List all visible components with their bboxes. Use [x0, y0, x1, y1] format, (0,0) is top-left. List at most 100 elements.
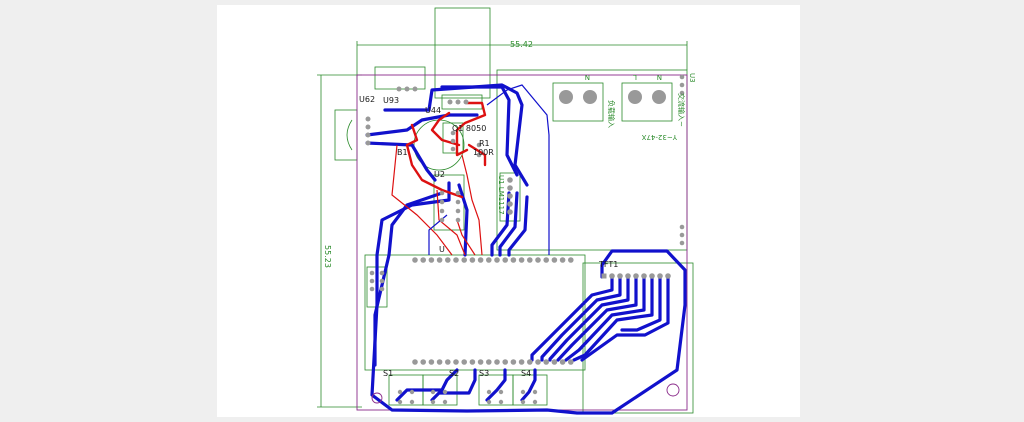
- pad: [543, 359, 549, 365]
- pad: [498, 399, 504, 405]
- pad: [436, 359, 443, 365]
- pad: [507, 185, 513, 191]
- pad-square: [601, 273, 607, 279]
- pad: [412, 359, 418, 365]
- q1-outline: [442, 122, 464, 154]
- terminal-block-load: [552, 82, 604, 122]
- pad: [442, 389, 448, 395]
- pad: [507, 201, 513, 207]
- pad: [455, 199, 461, 205]
- pad: [442, 399, 448, 405]
- pad: [665, 273, 671, 279]
- pad: [617, 273, 623, 279]
- pad: [430, 399, 436, 405]
- s3-label: S3: [479, 369, 489, 378]
- pad: [365, 132, 371, 138]
- pad: [447, 99, 453, 105]
- top-copper-thin: [391, 144, 483, 256]
- pad: [551, 359, 558, 365]
- pad: [365, 124, 371, 130]
- pad: [453, 257, 459, 263]
- u62-outline: [334, 109, 358, 161]
- u-label: U: [439, 245, 445, 254]
- dimension-width-label: 55.42: [510, 40, 533, 49]
- pad: [679, 82, 685, 88]
- terminal-pin-l: L: [633, 73, 637, 81]
- pad: [365, 140, 371, 146]
- pad: [428, 257, 435, 263]
- usb-connector-outline: [434, 7, 491, 99]
- power-input-label: 交流输入~: [677, 93, 686, 127]
- pad: [559, 359, 566, 365]
- pad: [532, 399, 538, 405]
- u1-label: U1 LM1117: [497, 175, 505, 215]
- pad: [633, 273, 639, 279]
- pads-layer: [365, 74, 685, 405]
- voltage-range-label: Y~32-47X: [642, 133, 678, 141]
- s2-label: S2: [449, 369, 459, 378]
- pad: [625, 273, 631, 279]
- r1-label: R1: [479, 139, 490, 148]
- pad: [450, 138, 456, 144]
- pad: [439, 190, 445, 196]
- pad: [450, 130, 456, 136]
- pad: [477, 257, 484, 263]
- pad: [649, 273, 655, 279]
- dimension-height-label: 55.23: [323, 245, 332, 268]
- pad: [461, 359, 467, 365]
- pad: [439, 199, 445, 205]
- r1-value-label: 100R: [473, 148, 494, 157]
- pad: [535, 257, 541, 263]
- pad: [510, 359, 517, 365]
- pad: [494, 257, 500, 263]
- pad: [404, 86, 410, 92]
- u1-outline: [499, 172, 521, 222]
- pad: [502, 257, 509, 263]
- pad: [520, 389, 526, 395]
- pad: [510, 257, 517, 263]
- pcb-canvas: 55.42 55.23 U62 U93 U44 Q1 8050 R1 100R …: [217, 5, 800, 417]
- pad: [430, 389, 436, 395]
- terminal-pin-n1: N: [585, 73, 590, 81]
- bottom-copper-layer: [365, 83, 687, 415]
- pad: [409, 389, 415, 395]
- pad: [535, 359, 541, 365]
- q1-label: Q1 8050: [452, 124, 486, 133]
- terminal-screw: [628, 90, 642, 104]
- pad: [396, 86, 402, 92]
- pad: [469, 257, 476, 263]
- pad: [469, 359, 476, 365]
- pad: [486, 399, 492, 405]
- pad: [369, 270, 375, 276]
- pad: [445, 359, 451, 365]
- pad: [498, 389, 504, 395]
- pad: [679, 90, 685, 96]
- pad: [507, 177, 513, 183]
- pad: [436, 257, 443, 263]
- tft-outline: [582, 262, 694, 414]
- s1-label: S1: [383, 369, 393, 378]
- pad: [455, 99, 461, 105]
- u93-label: U93: [383, 96, 399, 105]
- pad: [502, 359, 509, 365]
- terminal-screw: [583, 90, 597, 104]
- pad: [532, 389, 538, 395]
- pad: [365, 116, 371, 122]
- pad: [641, 273, 647, 279]
- pad: [420, 257, 426, 263]
- pad: [494, 359, 500, 365]
- pad: [486, 257, 492, 263]
- pad: [455, 190, 461, 196]
- pad: [476, 142, 482, 148]
- pad: [657, 273, 663, 279]
- terminal-block-power: [621, 82, 673, 122]
- terminal-pin-n2: N: [657, 73, 662, 81]
- pad: [379, 286, 385, 292]
- u62-label: U62: [359, 95, 375, 104]
- terminal-screw: [559, 90, 573, 104]
- pad: [412, 257, 418, 263]
- bottom-copper-thin: [428, 84, 550, 255]
- pad: [409, 399, 415, 405]
- display-module-outline: [364, 254, 586, 371]
- pad: [445, 257, 451, 263]
